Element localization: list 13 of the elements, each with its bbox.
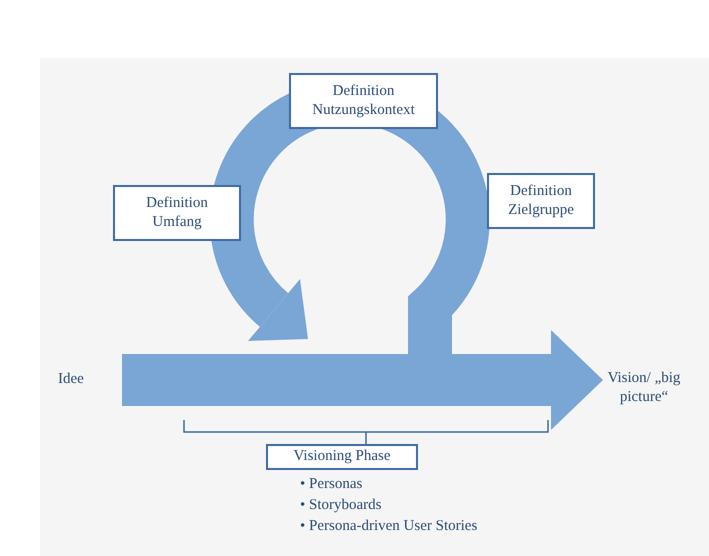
box-text: Vision/ „big picture“ [606, 368, 682, 407]
box-text: Idee [58, 370, 84, 390]
bullet-item: • Personas [300, 475, 364, 494]
label-box [266, 444, 418, 470]
box-text: Definition Umfang [145, 194, 209, 232]
label-box [113, 185, 241, 241]
box-text: Visioning Phase [293, 447, 391, 466]
bullet-item: • Persona-driven User Stories [300, 517, 478, 536]
label-box [289, 73, 438, 129]
bullet-item: • Storyboards [300, 496, 382, 515]
box-text: Definition Nutzungskontext [311, 82, 416, 120]
label-box [487, 173, 595, 229]
box-text: Definition Zielgruppe [507, 182, 575, 220]
